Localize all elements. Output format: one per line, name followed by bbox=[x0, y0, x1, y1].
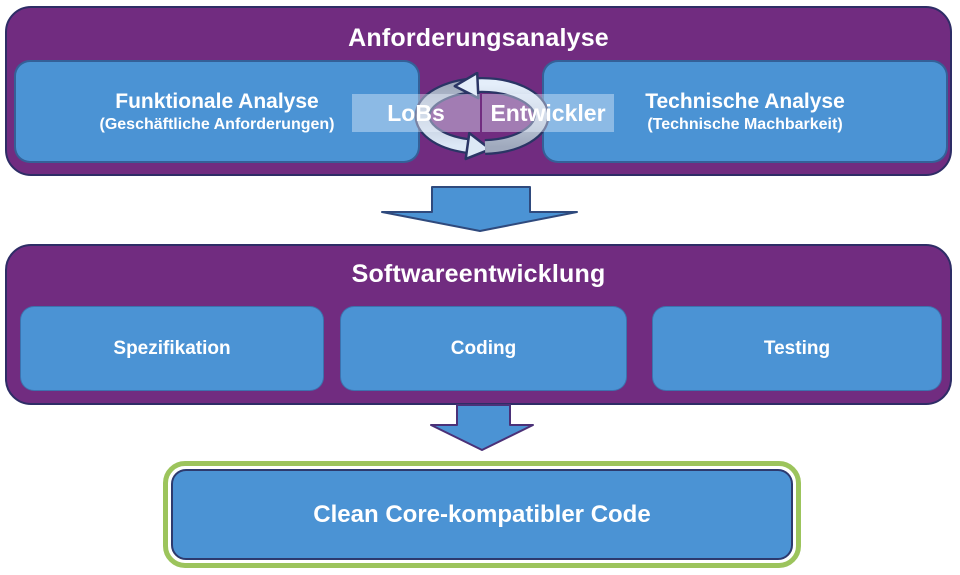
functional-analysis-subtitle: (Geschäftliche Anforderungen) bbox=[99, 116, 335, 134]
step-box-coding: Coding bbox=[340, 306, 627, 391]
cycle-arrows-icon bbox=[414, 72, 550, 161]
lobs-label: LoBs bbox=[352, 94, 480, 132]
step-label: Spezifikation bbox=[113, 337, 231, 359]
step-label: Coding bbox=[450, 337, 517, 359]
step-box-testing: Testing bbox=[652, 306, 942, 391]
step-box-spezifikation: Spezifikation bbox=[20, 306, 324, 391]
down-arrow-icon bbox=[381, 186, 578, 232]
step-label: Testing bbox=[763, 337, 831, 359]
lobs-label-text: LoBs bbox=[387, 99, 445, 126]
technical-analysis-subtitle: (Technische Machbarkeit) bbox=[647, 116, 843, 134]
development-section: Softwareentwicklung Spezifikation Coding… bbox=[5, 244, 952, 405]
requirements-section-title: Anforderungsanalyse bbox=[348, 24, 609, 52]
development-section-title: Softwareentwicklung bbox=[351, 260, 606, 288]
technical-analysis-box: Technische Analyse (Technische Machbarke… bbox=[542, 60, 948, 163]
functional-analysis-title: Funktionale Analyse bbox=[115, 89, 319, 113]
requirements-section: Anforderungsanalyse Funktionale Analyse … bbox=[5, 6, 952, 176]
result-box-inner: Clean Core-kompatibler Code bbox=[171, 469, 793, 560]
entwickler-label-text: Entwickler bbox=[490, 99, 606, 126]
entwickler-label: Entwickler bbox=[482, 94, 614, 132]
result-box: Clean Core-kompatibler Code bbox=[163, 461, 801, 568]
result-label: Clean Core-kompatibler Code bbox=[313, 500, 651, 528]
technical-analysis-title: Technische Analyse bbox=[645, 89, 845, 113]
down-arrow-icon bbox=[430, 404, 534, 451]
functional-analysis-box: Funktionale Analyse (Geschäftliche Anfor… bbox=[14, 60, 420, 163]
